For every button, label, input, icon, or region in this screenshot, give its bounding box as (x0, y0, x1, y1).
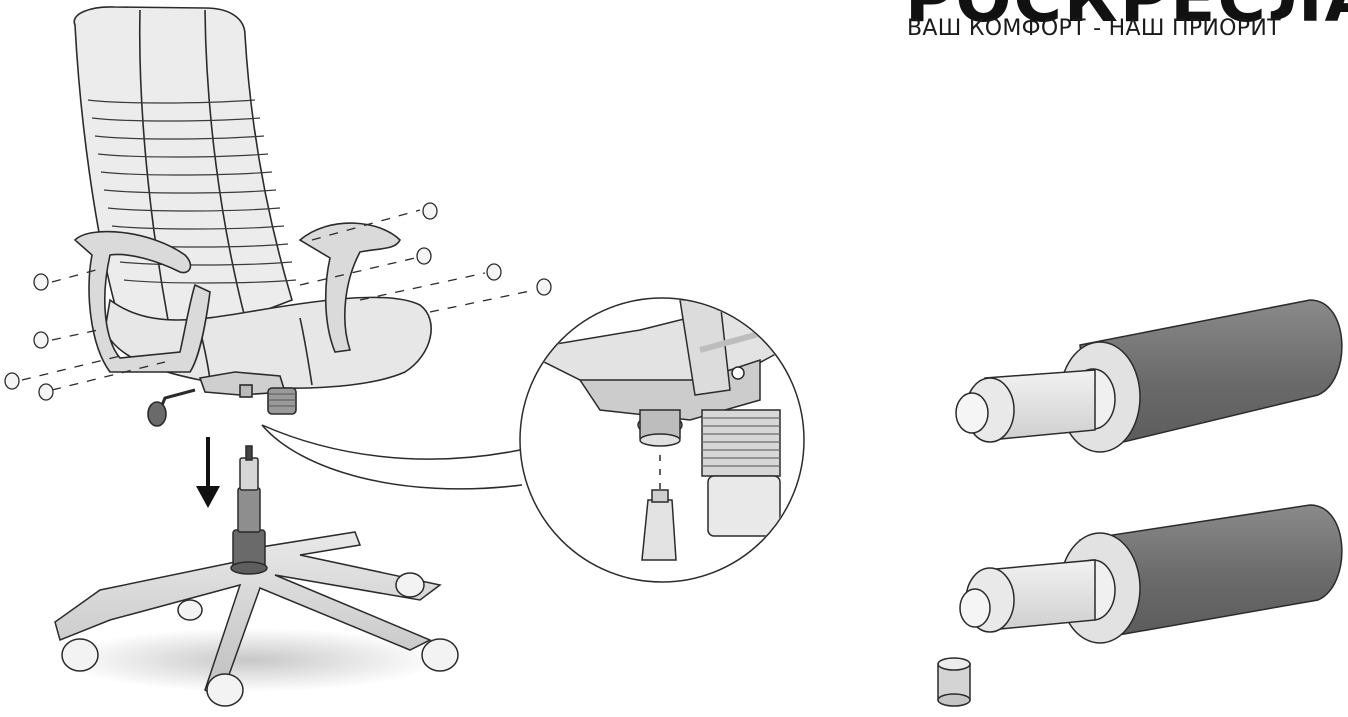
brand-logo: РОСКРЕСЛА (905, 0, 1348, 32)
chair-base-assembly (54, 445, 459, 707)
arrow-down-icon (196, 437, 220, 508)
chair-seat-assembly (73, 6, 432, 427)
detail-callout (261, 297, 805, 583)
brand-header: РОСКРЕСЛА ВАШ КОМФОРТ - НАШ ПРИОРИТ (905, 0, 1348, 46)
chair-backrest (73, 6, 293, 336)
removed-cap (937, 657, 971, 707)
gas-lift-pin (641, 499, 677, 561)
screw-icon (33, 273, 49, 291)
screw-icon (33, 331, 49, 349)
backrest-tufting (87, 99, 297, 284)
screw-icon (536, 278, 552, 296)
star-base (54, 531, 442, 702)
brand-tagline: ВАШ КОМФОРТ - НАШ ПРИОРИТ (907, 16, 1281, 41)
gas-cylinder-bottom (937, 504, 1343, 707)
threaded-socket (701, 409, 781, 537)
casters (61, 572, 459, 707)
chair-armrest-right (298, 222, 401, 353)
screw-icon (486, 263, 502, 281)
tilt-lever (158, 388, 196, 411)
screw-icon (4, 372, 20, 390)
screw-icon (422, 202, 438, 220)
screw-icon (416, 247, 432, 265)
screw-icon (38, 383, 54, 401)
gas-cylinder-top (955, 299, 1343, 453)
chair-armrest-left (73, 230, 211, 373)
armrest-screws (4, 202, 552, 401)
seat-bolt-socket (267, 387, 297, 415)
